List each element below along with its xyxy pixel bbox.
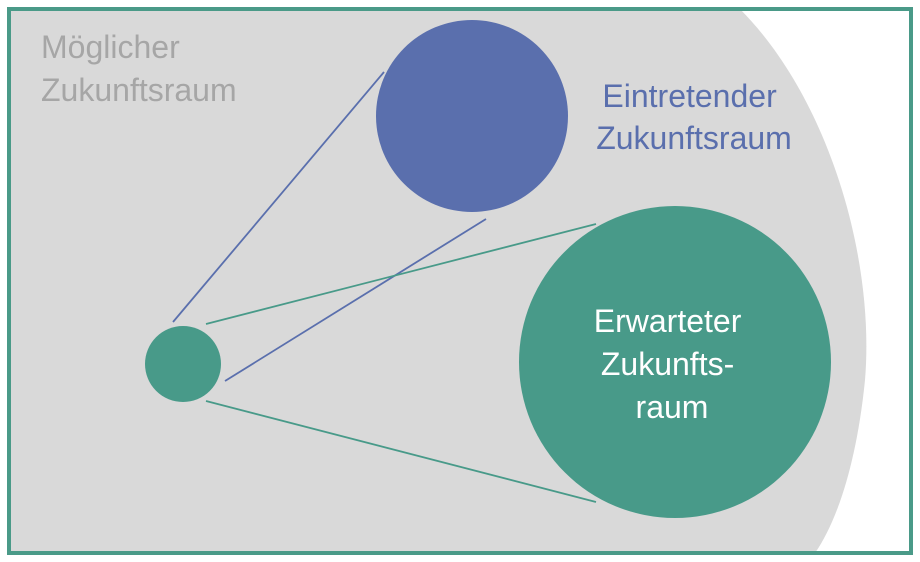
- expected-future-circle: [519, 206, 831, 518]
- diagram-frame: [7, 7, 913, 555]
- expected-future-label: Erwarteter Zukunfts- raum: [594, 303, 750, 425]
- possible-future-label-line-1: Möglicher: [41, 29, 180, 65]
- present-circle: [145, 326, 221, 402]
- possible-future-label-line-2: Zukunftsraum: [41, 72, 237, 108]
- emerging-future-label-line-1: Eintretender: [602, 78, 777, 114]
- emerging-future-label-line-2: Zukunftsraum: [596, 120, 792, 156]
- expected-future-label-line-3: raum: [636, 389, 709, 425]
- expected-future-label-line-2: Zukunfts-: [601, 346, 734, 382]
- emerging-future-label: Eintretender Zukunftsraum: [596, 78, 792, 156]
- connector-line-teal-lower: [205, 400, 597, 503]
- connector-line-blue-upper: [172, 71, 385, 323]
- connector-line-teal-upper: [205, 223, 597, 325]
- possible-future-label: Möglicher Zukunftsraum: [41, 29, 237, 108]
- connector-line-blue-lower: [224, 218, 487, 382]
- expected-future-label-line-1: Erwarteter: [594, 303, 742, 339]
- emerging-future-circle: [376, 20, 568, 212]
